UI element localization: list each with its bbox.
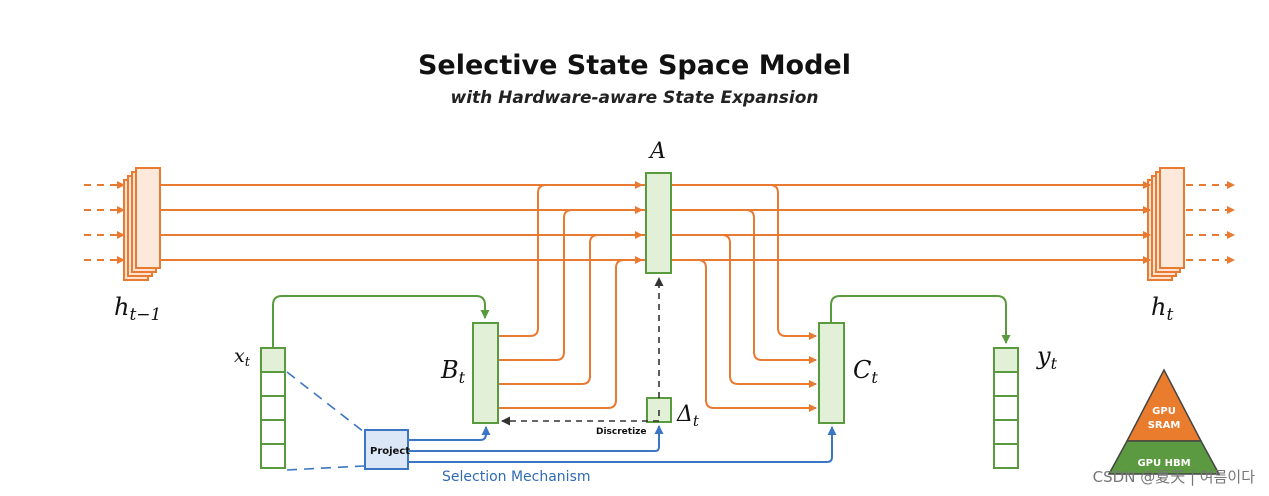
a-matrix-box — [645, 172, 672, 274]
discretize-label: Discretize — [596, 427, 647, 437]
b-to-a-paths — [499, 181, 643, 409]
a-to-c-paths — [672, 184, 817, 412]
h-prev-state-stack — [123, 167, 161, 281]
diagram-title: Selective State Space Model — [417, 50, 851, 81]
delta-to-b-arrow — [501, 410, 660, 426]
y-label: yt — [1036, 342, 1058, 373]
x-to-b-arrow — [272, 295, 490, 348]
c-projection-box — [818, 322, 845, 424]
gpu-sram-label-2: SRAM — [1148, 420, 1181, 431]
gpu-memory-pyramid — [1107, 368, 1221, 475]
c-label: Ct — [853, 356, 878, 387]
y-output-column — [993, 347, 1019, 469]
h-label: ht — [1151, 293, 1173, 325]
left-dashed-inputs — [84, 181, 125, 264]
b-label: Bt — [440, 356, 466, 387]
selection-arrows — [408, 425, 837, 463]
watermark: CSDN @夏天 | 여름이다 — [1092, 468, 1255, 486]
selection-mechanism-label: Selection Mechanism — [442, 469, 591, 485]
h-prev-label: ht−1 — [114, 293, 161, 325]
gpu-sram-label-1: GPU — [1152, 406, 1176, 417]
b-projection-box — [472, 322, 499, 424]
project-fan-lines — [286, 371, 365, 471]
c-to-y-arrow — [830, 295, 1011, 344]
project-box — [364, 429, 409, 470]
x-label: xt — [234, 345, 251, 370]
a-label: A — [648, 139, 666, 164]
right-dashed-outputs — [1186, 181, 1235, 264]
h-state-stack — [1147, 167, 1185, 281]
gpu-hbm-layer — [1107, 440, 1221, 475]
gpu-hbm-label: GPU HBM — [1137, 458, 1190, 469]
x-input-column — [260, 347, 286, 469]
diagram-subtitle: with Hardware-aware State Expansion — [450, 88, 819, 108]
project-label: Project — [370, 446, 410, 457]
delta-label: Δt — [676, 402, 700, 430]
